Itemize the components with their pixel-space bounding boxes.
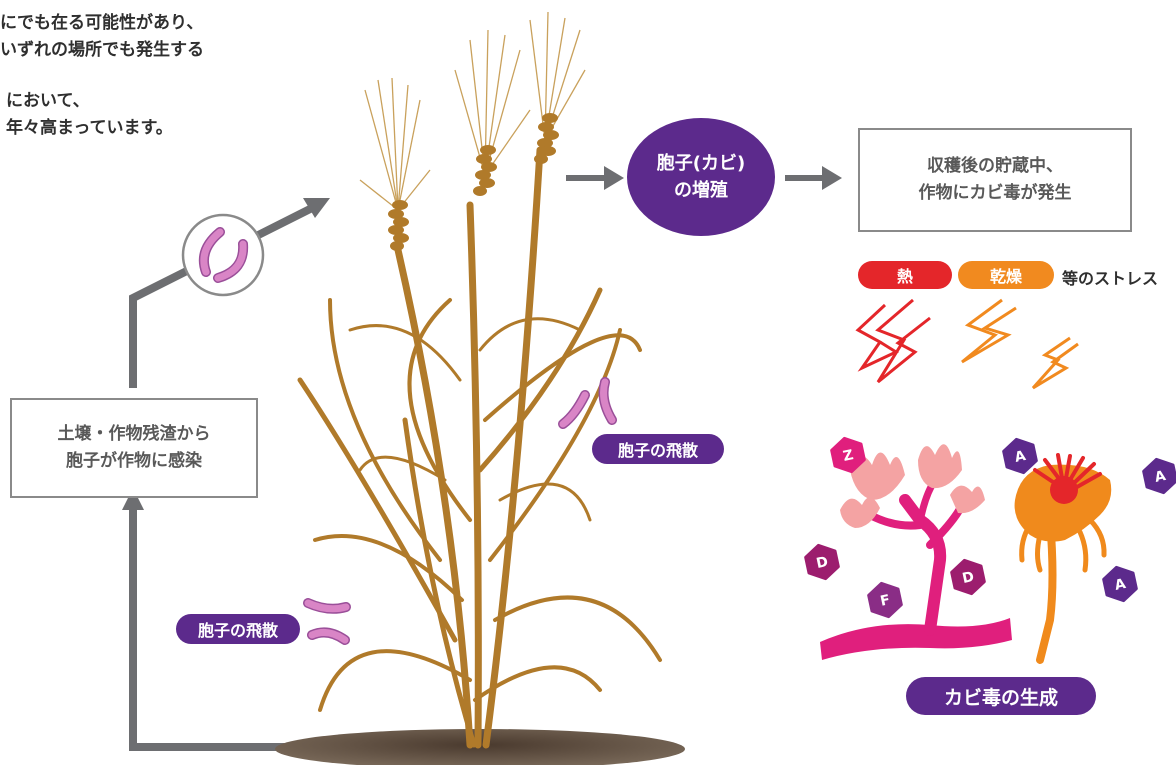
toxin-badge-a-right: A: [1142, 457, 1176, 495]
toxin-badge-f: F: [867, 581, 903, 619]
infection-line-1: 土壌・作物残渣から: [57, 424, 211, 444]
lightning-dry: [961, 298, 1079, 390]
toxin-badge-z: Z: [830, 436, 866, 474]
proliferation-circle: 胞子(カビ) の増殖: [627, 118, 775, 236]
svg-text:Z: Z: [842, 447, 855, 465]
spore-magnifier: [181, 213, 265, 297]
intro-text: にでも在る可能性があり、 いずれの場所でも発生する において、 年々高まっていま…: [0, 10, 204, 142]
wheat-ear-left: [359, 77, 431, 251]
svg-text:F: F: [879, 592, 892, 610]
spore-dispersal-label-upper: 胞子の飛散: [592, 434, 724, 464]
spores-upper: [558, 377, 617, 429]
mycotoxin-production-label: カビ毒の生成: [906, 677, 1096, 715]
intro-line-2: いずれの場所でも発生する: [0, 40, 204, 60]
lightning-heat: [855, 298, 931, 384]
heat-label: 熱: [896, 267, 913, 286]
wheat-ear-middle: [454, 29, 531, 196]
toxin-badge-a-bottom: A: [1102, 565, 1138, 603]
toxin-badge-d-right: D: [950, 558, 986, 596]
flow-arrow-1: [566, 166, 624, 190]
svg-text:A: A: [1113, 576, 1127, 594]
stress-suffix: 等のストレス: [1062, 269, 1159, 288]
storage-box: 収穫後の貯蔵中、 作物にカビ毒が発生: [858, 128, 1132, 232]
intro-line-3: において、: [6, 91, 90, 111]
svg-text:A: A: [1153, 468, 1167, 486]
spore-dispersal-label-lower: 胞子の飛散: [176, 614, 300, 644]
dry-label: 乾燥: [989, 267, 1022, 286]
proliferation-line-1: 胞子(カビ): [656, 153, 746, 174]
infection-line-2: 胞子が作物に感染: [66, 451, 202, 471]
storage-line-1: 収穫後の貯蔵中、: [927, 156, 1063, 176]
cycle-arrow-up: [129, 505, 320, 751]
intro-line-4: 年々高まっています。: [6, 118, 173, 138]
cycle-arrow-diagonal-head: [303, 198, 330, 218]
svg-text:D: D: [961, 569, 976, 587]
proliferation-line-2: の増殖: [674, 180, 728, 201]
heat-stress-pill: 熱: [858, 261, 952, 289]
wheat-plant: [297, 146, 662, 749]
storage-line-2: 作物にカビ毒が発生: [918, 183, 1072, 203]
dry-stress-pill: 乾燥: [958, 261, 1054, 289]
fungus-pink: [820, 444, 1012, 660]
spores-lower: [303, 598, 351, 645]
intro-line-1: にでも在る可能性があり、: [0, 13, 204, 33]
fungus-orange: [1014, 453, 1112, 664]
toxin-badge-d-left: D: [804, 543, 840, 581]
toxin-badge-a-top: A: [1002, 437, 1038, 475]
svg-text:D: D: [815, 554, 830, 572]
flow-arrow-2: [785, 166, 842, 190]
infection-box: 土壌・作物残渣から 胞子が作物に感染: [10, 398, 258, 498]
cycle-arrow-up-head: [122, 488, 144, 510]
wheat-ear-right: [529, 11, 586, 164]
svg-text:A: A: [1013, 448, 1027, 466]
